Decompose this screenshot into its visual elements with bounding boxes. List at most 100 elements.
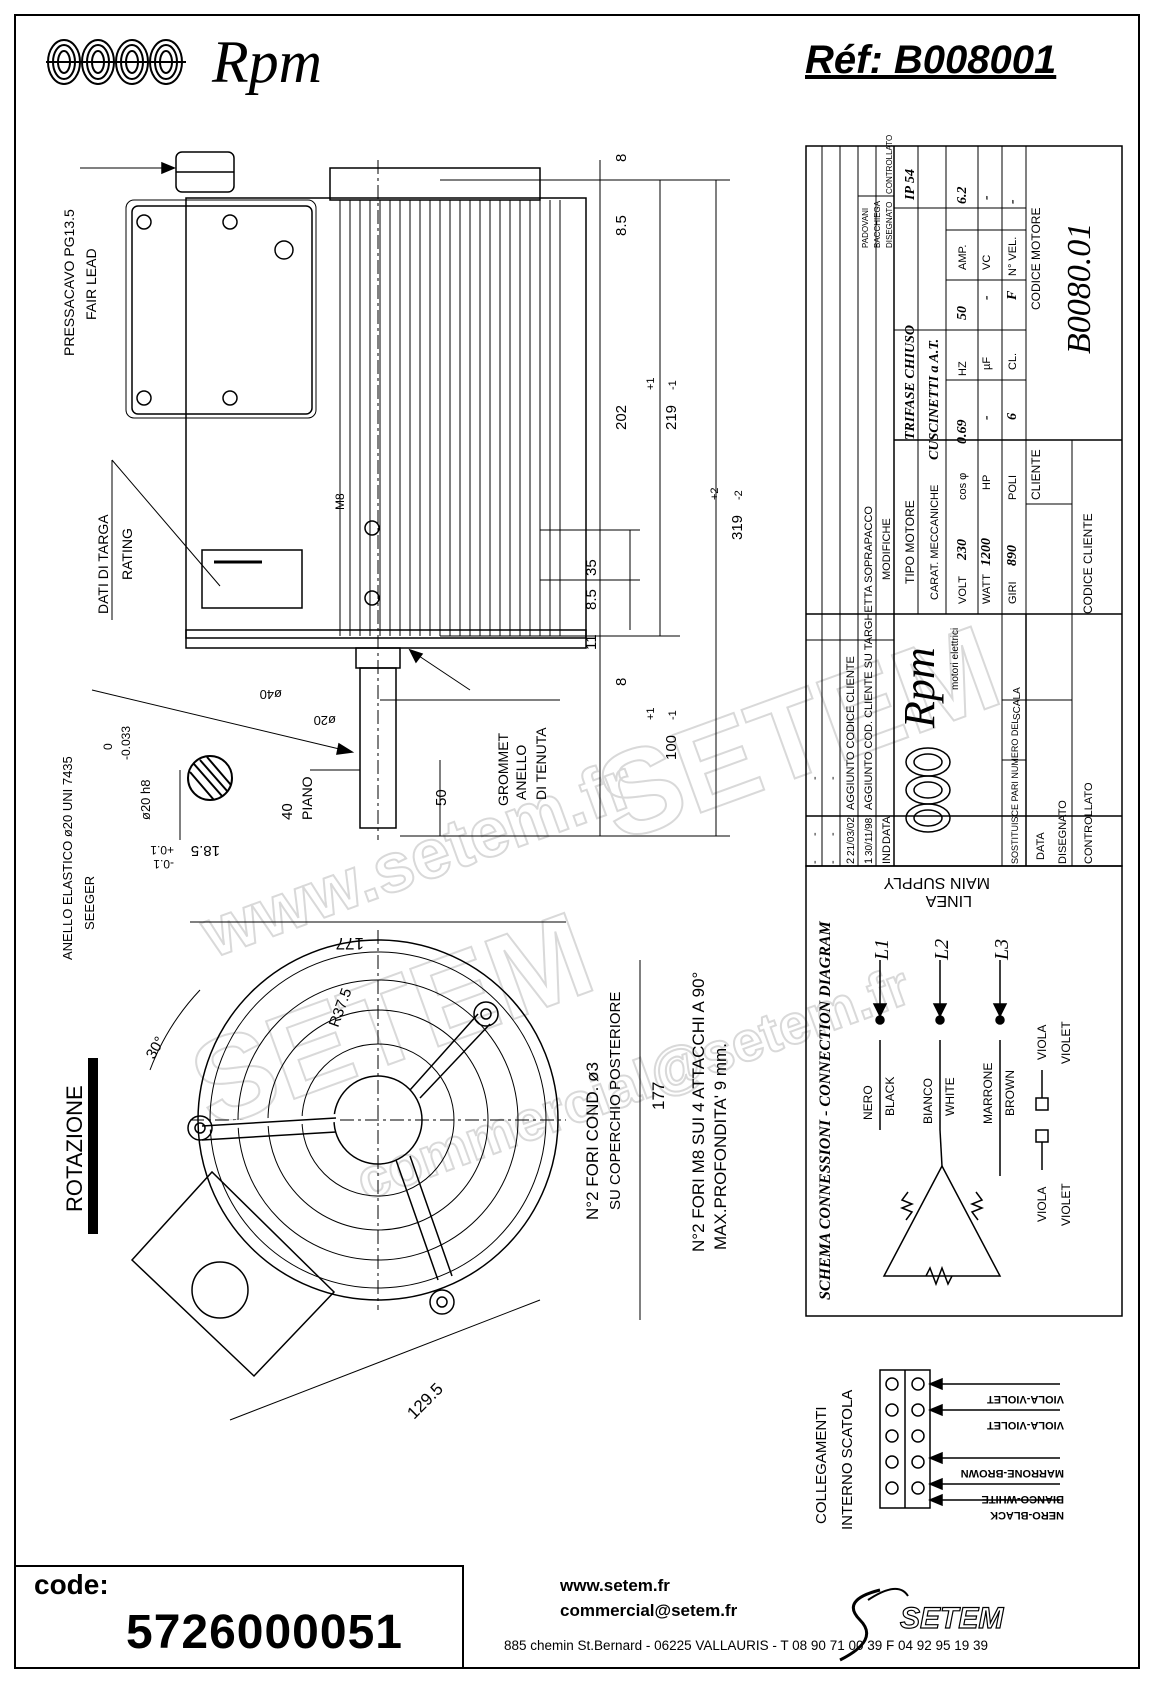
spec-amp-value: 6.2 [955,187,970,205]
connection-diagram-text: SCHEMA CONNESSIONI - CONNECTION DIAGRAM … [817,874,1073,1300]
wire-nero: NERO [861,1085,875,1120]
spec-cos-value: 0.69 [955,420,970,445]
carat-value: CUSCINETTI a A.T. [927,339,942,460]
spec-nvel-label: N° VEL. [1007,237,1019,276]
rev-3-data: 21/03/02 [846,817,857,856]
dim-h8-upper: 0 [101,743,115,750]
label-collegamenti: COLLEGAMENTI [813,1406,830,1524]
rev-1-modifiche: - [809,776,821,780]
label-dati-targa: DATI DI TARGA [95,514,111,614]
disegnato-label: DISEGNATO [1057,800,1069,864]
spec-hz-label: HZ [957,361,969,376]
terminal-label-4: BIANCO-WHITE [982,1493,1065,1505]
dim-177-vertical: 177 [649,1082,668,1110]
schema-linea: LINEA [925,892,972,909]
label-fair-lead: FAIR LEAD [83,248,99,320]
rev-header-modifiche: MODIFICHE [881,518,893,580]
dim-129-5: 129.5 [403,1379,447,1423]
cliente-label: CLIENTE [1029,449,1043,500]
spec-uf-label: µF [981,357,993,370]
label-anello: ANELLO [513,745,529,800]
label-fori-cond: N°2 FORI COND. ø3 [583,1062,602,1220]
dim-35: 35 [583,559,600,576]
tipo-motore: TRIFASE CHIUSO [903,325,918,440]
label-rotazione: ROTAZIONE [62,1085,87,1212]
rev-3-ind: 2 [845,858,857,864]
spec-cl-value: F [1005,290,1020,301]
dim-h8-lower: -0.033 [119,726,133,760]
footer-website-link[interactable]: www.setem.fr [560,1576,670,1595]
rev-2-data: - [827,832,839,836]
dimension-lines [179,160,730,840]
rev-4-modifiche: AGGIUNTO COD. CLIENTE SU TARGHETTA SOPRA… [863,506,875,810]
sign-bacchiega: BACCHIEGA [873,200,882,248]
title-block-brand-sub: motori elettrici [950,628,961,690]
spec-giri-label: GIRI [1007,581,1019,604]
controllato-label: CONTROLLATO [1083,782,1095,864]
ip-rating: IP 54 [903,169,918,201]
label-grommet: GROMMET [495,732,511,806]
label-pressacavo: PRESSACAVO PG13.5 [61,209,77,356]
line-l1: L1 [871,939,893,961]
dim-50: 50 [433,789,450,806]
terminal-box [131,205,313,415]
dim-dia40: ø40 [260,687,282,702]
spec-vc-value: - [979,195,994,200]
tipo-motore-label: TIPO MOTORE [903,500,917,584]
label-rating: RATING [119,528,135,580]
dim-202: 202 [613,405,630,430]
label-m8: M8 [333,493,347,510]
front-terminal-box [130,1170,336,1378]
sign-padovani: PADOVANI [861,208,870,248]
rev-1-data: - [809,832,821,836]
motor-front-view [130,921,641,1421]
rev-header-ind: IND [881,845,893,864]
rotation-bar [88,1058,98,1234]
rev-1-ind: - [809,860,821,864]
rev-2-modifiche: - [827,776,839,780]
codice-cliente-label: CODICE CLIENTE [1081,513,1095,614]
wire-marrone: MARRONE [981,1063,995,1124]
dim-319-tol-minus: -2 [733,490,745,500]
drawing-reference: Réf: B008001 [805,38,1057,82]
dim-8-5-bottom: 8.5 [583,589,600,610]
dim-319: 319 [729,515,746,540]
dim-dia20: ø20 [314,713,336,728]
code-value: 5726000051 [126,1606,403,1659]
rev-4-ind: 1 [863,858,875,864]
dim-18-5: 18.5 [191,842,220,859]
code-label: code: [34,1569,109,1600]
codice-motore-label: CODICE MOTORE [1029,208,1043,310]
rev-4-data: 30/11/98 [864,817,875,856]
connection-diagram [805,865,1123,1317]
spec-hp-label: HP [981,475,993,490]
label-anello-elastico: ANELLO ELASTICO ø20 UNI 7435 [60,756,75,960]
viola-bottom: VIOLA [1035,1187,1049,1222]
dim-18-5-tol-minus: -0.1 [153,857,174,871]
schema-title: SCHEMA CONNESSIONI - CONNECTION DIAGRAM [817,920,834,1300]
terminal-label-1: VIOLA-VIOLET [987,1393,1064,1405]
rpm-logo-icon [46,39,186,85]
dim-18-5-tol-plus: +0.1 [150,843,174,857]
code-box: code: 5726000051 [14,1565,464,1669]
spec-hz-value: 50 [955,306,970,320]
data-label: DATA [1035,832,1047,860]
rev-header-data: DATA [881,816,893,844]
spec-poli-label: POLI [1007,475,1019,500]
carat-label: CARAT. MECCANICHE [929,485,941,600]
dim-100: 100 [663,735,680,760]
spec-uf-value: - [979,295,994,300]
terminal-block-text: VIOLA-VIOLET VIOLA-VIOLET MARRONE-BROWN … [813,1390,1064,1530]
delta-winding [882,1164,1002,1277]
footer-email-link[interactable]: commercial@setem.fr [560,1601,738,1620]
brand-name: Rpm [212,29,322,95]
wire-black: BLACK [883,1077,897,1116]
sostituisce-label: SOSTITUISCE PARI NUMERO DEL [1010,719,1020,864]
title-block-coil-icon [905,747,951,833]
rev-3-modifiche: AGGIUNTO CODICE CLIENTE [845,656,857,810]
spec-volt-label: VOLT [957,576,969,604]
line-l3: L3 [991,939,1013,961]
dim-219: 219 [663,405,680,430]
wire-brown: BROWN [1003,1070,1017,1116]
